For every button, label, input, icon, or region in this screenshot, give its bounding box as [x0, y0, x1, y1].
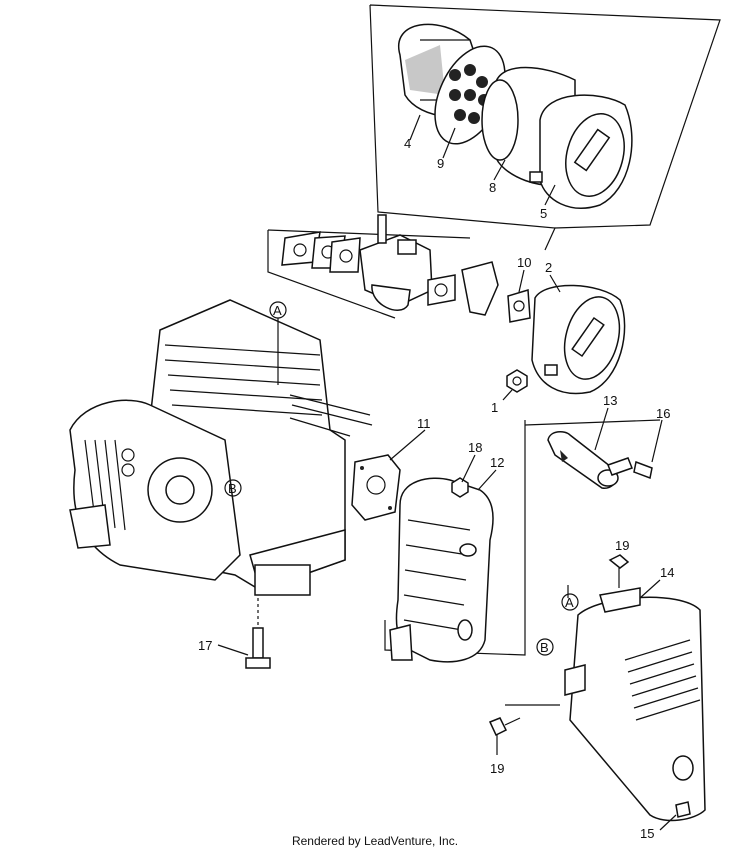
ref-a-engine: A	[273, 303, 282, 318]
callout-14: 14	[660, 565, 674, 580]
callout-5: 5	[540, 206, 547, 221]
blower-housing	[69, 399, 241, 581]
muffler	[389, 477, 494, 663]
air-cleaner-group-frame	[369, 4, 721, 251]
callout-12: 12	[490, 455, 504, 470]
air-cleaner-gasket	[507, 289, 531, 323]
carburetor-group-frame	[267, 229, 471, 319]
muffler-nut	[451, 477, 469, 498]
bolt-17	[245, 598, 271, 669]
carburetor	[359, 214, 433, 311]
air-cleaner-assembly	[531, 284, 626, 395]
callout-1: 1	[491, 400, 498, 415]
nut	[506, 369, 528, 393]
callout-19-top: 19	[615, 538, 629, 553]
callout-11: 11	[417, 416, 431, 431]
callout-13: 13	[603, 393, 617, 408]
spark-arrestor-screw	[633, 460, 653, 480]
callout-19-bottom: 19	[490, 761, 504, 776]
spark-arrestor-frame	[524, 419, 661, 426]
intake-adapter	[427, 261, 499, 316]
air-cleaner-cover	[529, 94, 633, 209]
callout-10: 10	[517, 255, 531, 270]
carburetor-gaskets	[281, 231, 361, 273]
spark-arrestor	[547, 430, 633, 489]
callout-16: 16	[656, 406, 670, 421]
callout-2: 2	[545, 260, 552, 275]
reference-letters: A B A B	[224, 301, 579, 656]
leader-lines	[217, 114, 677, 831]
callout-17: 17	[198, 638, 212, 653]
screw-15	[675, 801, 691, 818]
ref-b-engine: B	[228, 481, 237, 496]
muffler-guard	[564, 587, 706, 822]
screw-19-top	[608, 554, 630, 588]
callout-15: 15	[640, 826, 654, 841]
callout-9: 9	[437, 156, 444, 171]
exhaust-gasket	[351, 454, 401, 521]
callout-4: 4	[404, 136, 411, 151]
footer-credit: Rendered by LeadVenture, Inc.	[291, 834, 459, 848]
ref-b-guard: B	[540, 640, 549, 655]
muffler-guard-frame	[505, 585, 569, 706]
callout-18: 18	[468, 440, 482, 455]
screw-19-bottom	[488, 717, 521, 737]
ref-a-guard: A	[565, 595, 574, 610]
callout-8: 8	[489, 180, 496, 195]
callout-labels: 4 9 8 5 2 10 1 13 16 11 18 12 19 14 17 1…	[198, 136, 674, 841]
